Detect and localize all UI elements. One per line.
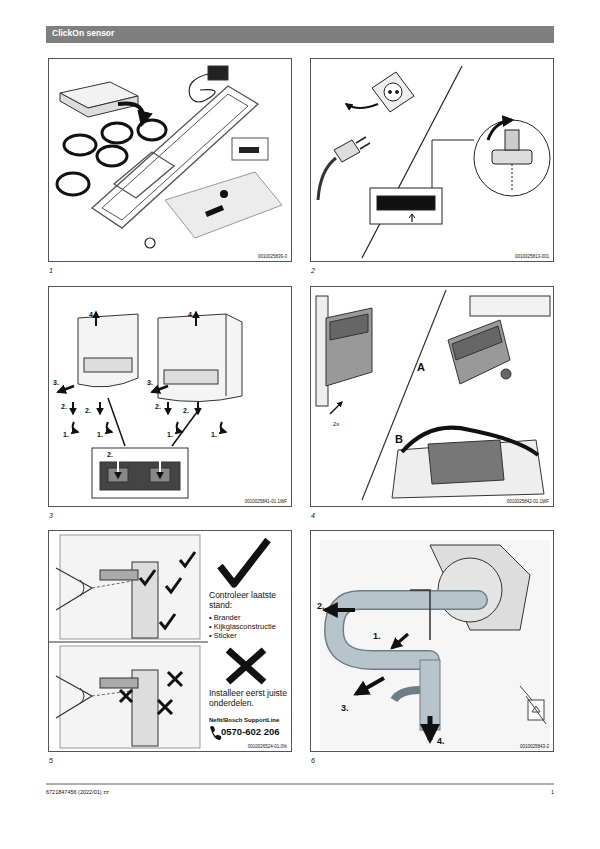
step-panel: 0010025839-31 — [48, 58, 292, 262]
page-number: 1 — [551, 789, 554, 795]
step-number: 6 — [311, 757, 315, 765]
callout-number: 2. — [183, 407, 189, 415]
callout-number: 1. — [97, 431, 103, 439]
instruction-text: Controleer laatste stand: — [209, 591, 289, 611]
callout-number: 4. — [89, 311, 95, 319]
boiler-casing — [30, 0, 242, 498]
step-panel: 2xAB0010025842-01.1WF4 — [310, 286, 554, 507]
header-title: ClickOn sensor — [52, 29, 114, 39]
callout-number: 2. — [317, 601, 325, 611]
figure-code: 0010025839-3 — [258, 254, 287, 259]
phone-number: 0570-602 206 — [221, 727, 280, 738]
callout-number: 3. — [147, 379, 153, 387]
header-bar — [46, 26, 554, 43]
step-number: 1 — [49, 267, 53, 275]
checklist-item: • Brander — [209, 614, 240, 623]
step-number: 4 — [311, 512, 315, 520]
control-unit — [316, 290, 550, 500]
checklist-item: • Kijkglasconstructie — [209, 623, 276, 632]
callout-number: 3. — [341, 703, 349, 713]
callout-number: 1. — [211, 431, 217, 439]
footer-rule — [46, 784, 554, 785]
flue-siphon — [320, 540, 550, 750]
callout-number: 2x — [333, 421, 339, 428]
support-label: Nefit/Bosch SupportLine — [209, 717, 279, 724]
callout-number: 1. — [63, 431, 69, 439]
figure-code: 0010025843-2 — [520, 744, 549, 749]
figure-code: 0010025813-001 — [515, 254, 549, 259]
step-number: 5 — [49, 757, 53, 765]
step-panel: 2.1.3.4.0010025843-26 — [310, 530, 554, 752]
step-number: 3 — [49, 512, 53, 520]
callout-number: 2. — [155, 403, 161, 411]
power-gas-off — [318, 66, 550, 258]
callout-number: 4. — [188, 311, 194, 319]
figure-code: 0010026524-01.0% — [248, 744, 287, 749]
instruction-text: Installeer eerst juiste onderdelen. — [209, 689, 289, 709]
step-number: 2 — [311, 267, 315, 275]
checklist-item: • Sticker — [209, 632, 237, 641]
step-panel: Controleer laatste stand: • Brander• Kijk… — [48, 530, 292, 752]
kit-contents — [57, 66, 282, 248]
callout-number: 3. — [53, 379, 59, 387]
callout-number: 2. — [107, 451, 113, 459]
callout-number: 4. — [437, 736, 445, 746]
document-number: 6721847456 (2022/01) zz — [46, 789, 109, 795]
figure-code: 0010025842-01.1WF — [507, 499, 549, 504]
callout-number: B — [395, 433, 403, 446]
callout-number: 2. — [61, 403, 67, 411]
callout-number: 1. — [373, 631, 381, 641]
callout-number: 2. — [85, 407, 91, 415]
step-panel: 4. 4. 3. 3. 2. 2. 2. 2. 1. 1. 1. 1. 2. 0010025841-01.… — [48, 286, 292, 507]
step-panel: 0010025813-0012 — [310, 58, 554, 262]
figure-code: 0010025841-01.1WF — [245, 499, 287, 504]
inspection-view — [48, 535, 268, 748]
callout-number: 1. — [167, 431, 173, 439]
callout-number: A — [417, 361, 425, 374]
